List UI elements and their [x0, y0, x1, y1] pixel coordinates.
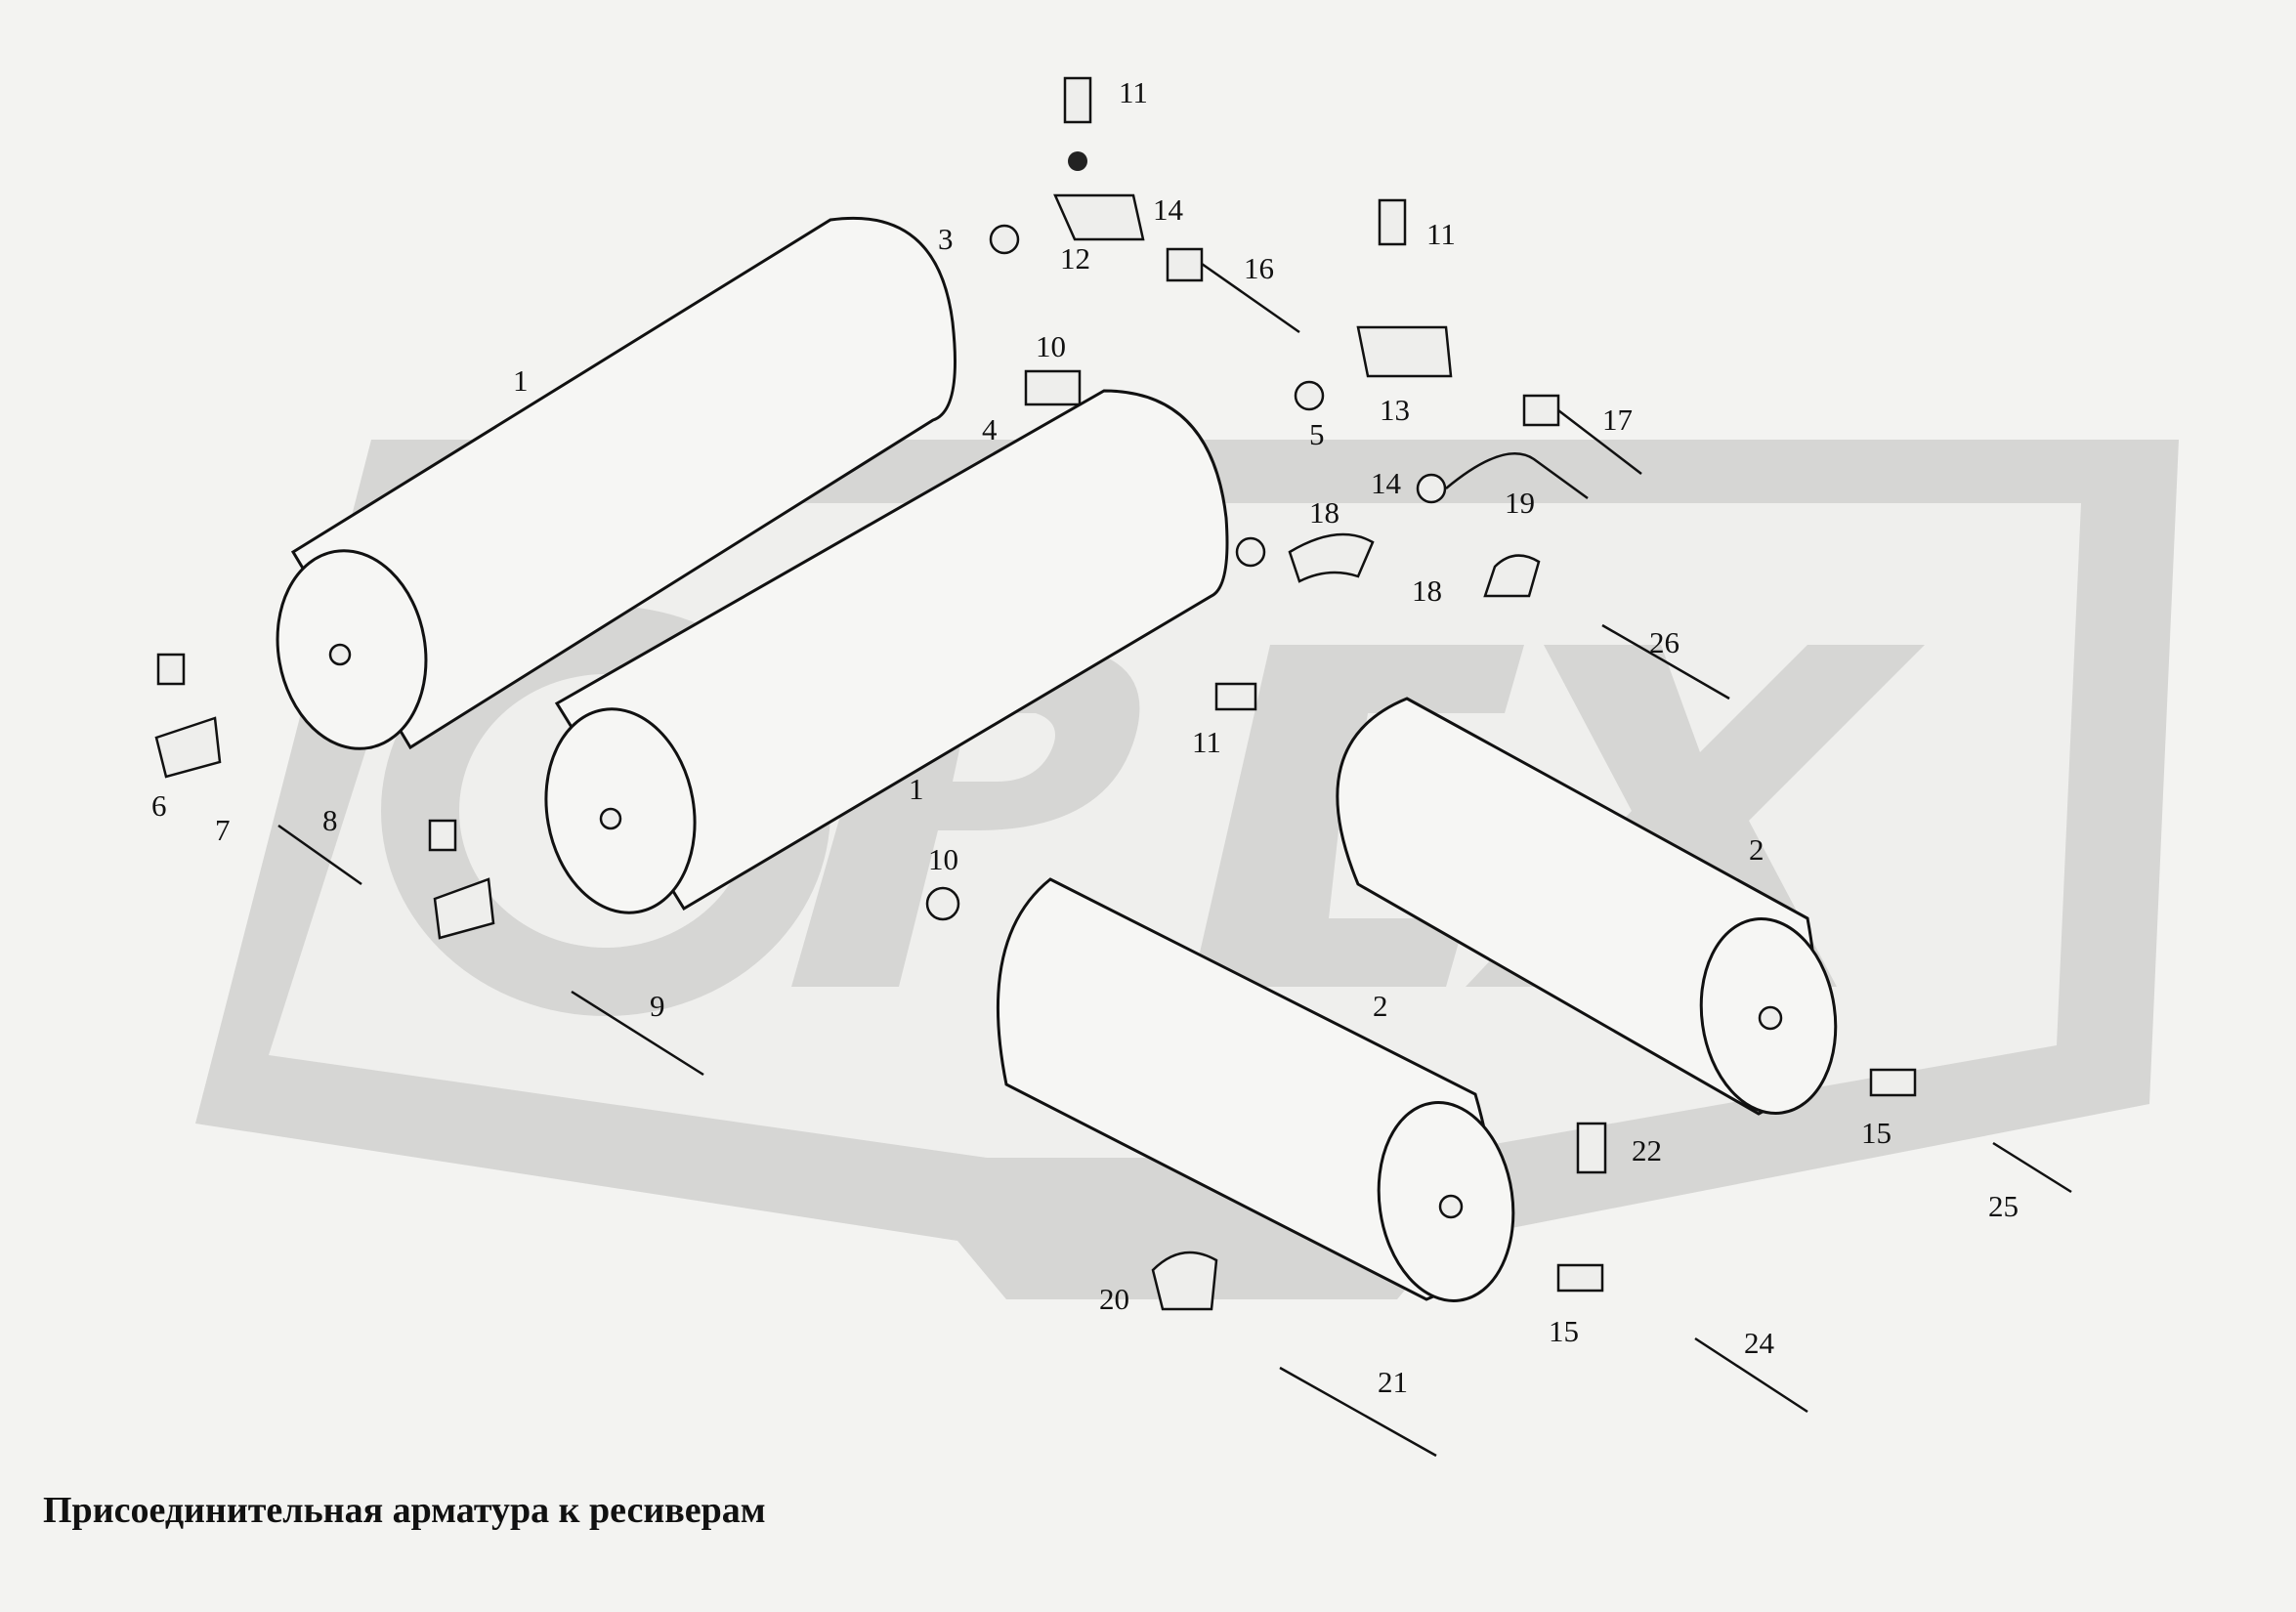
callout-4: 4 [982, 412, 998, 446]
callout-18: 18 [1309, 495, 1339, 530]
callout-3: 3 [938, 222, 954, 256]
callout-11: 11 [1119, 75, 1148, 109]
callout-17: 17 [1602, 403, 1633, 437]
callout-11: 11 [1426, 217, 1456, 251]
callout-20: 20 [1099, 1282, 1129, 1316]
diagram-caption: Присоединительная арматура к ресиверам [43, 1490, 766, 1531]
callout-16: 16 [1244, 251, 1274, 285]
callout-13: 13 [1380, 393, 1410, 427]
callouts: 1 1 2 2 3 4 5 6 7 8 9 10 10 11 11 11 12 … [151, 75, 2019, 1399]
callout-14: 14 [1153, 192, 1184, 227]
receiver-2-right [1336, 697, 1838, 1116]
callout-1: 1 [909, 772, 924, 806]
callout-9: 9 [650, 989, 665, 1023]
callout-19: 19 [1505, 486, 1535, 520]
receiver-2-bottom [997, 877, 1515, 1302]
callout-6: 6 [151, 788, 167, 823]
callout-14: 14 [1371, 466, 1402, 500]
receiver-1-lower [544, 389, 1229, 914]
callout-10: 10 [1036, 329, 1066, 363]
callout-15: 15 [1549, 1314, 1579, 1348]
callout-25: 25 [1988, 1189, 2019, 1223]
callout-10: 10 [928, 842, 958, 876]
callout-7: 7 [215, 813, 231, 847]
fittings [154, 76, 2072, 1458]
callout-24: 24 [1744, 1326, 1775, 1360]
callout-8: 8 [322, 803, 338, 837]
receiver-1-upper [276, 216, 957, 750]
callout-2: 2 [1373, 989, 1388, 1023]
callout-21: 21 [1378, 1365, 1408, 1399]
callout-11: 11 [1192, 725, 1221, 759]
callout-15: 15 [1861, 1116, 1892, 1150]
callout-2: 2 [1749, 832, 1765, 867]
callout-18: 18 [1412, 573, 1442, 608]
callout-5: 5 [1309, 417, 1325, 451]
callout-26: 26 [1649, 625, 1679, 659]
callout-22: 22 [1632, 1133, 1662, 1167]
callout-12: 12 [1060, 241, 1090, 276]
callout-1: 1 [513, 363, 529, 398]
